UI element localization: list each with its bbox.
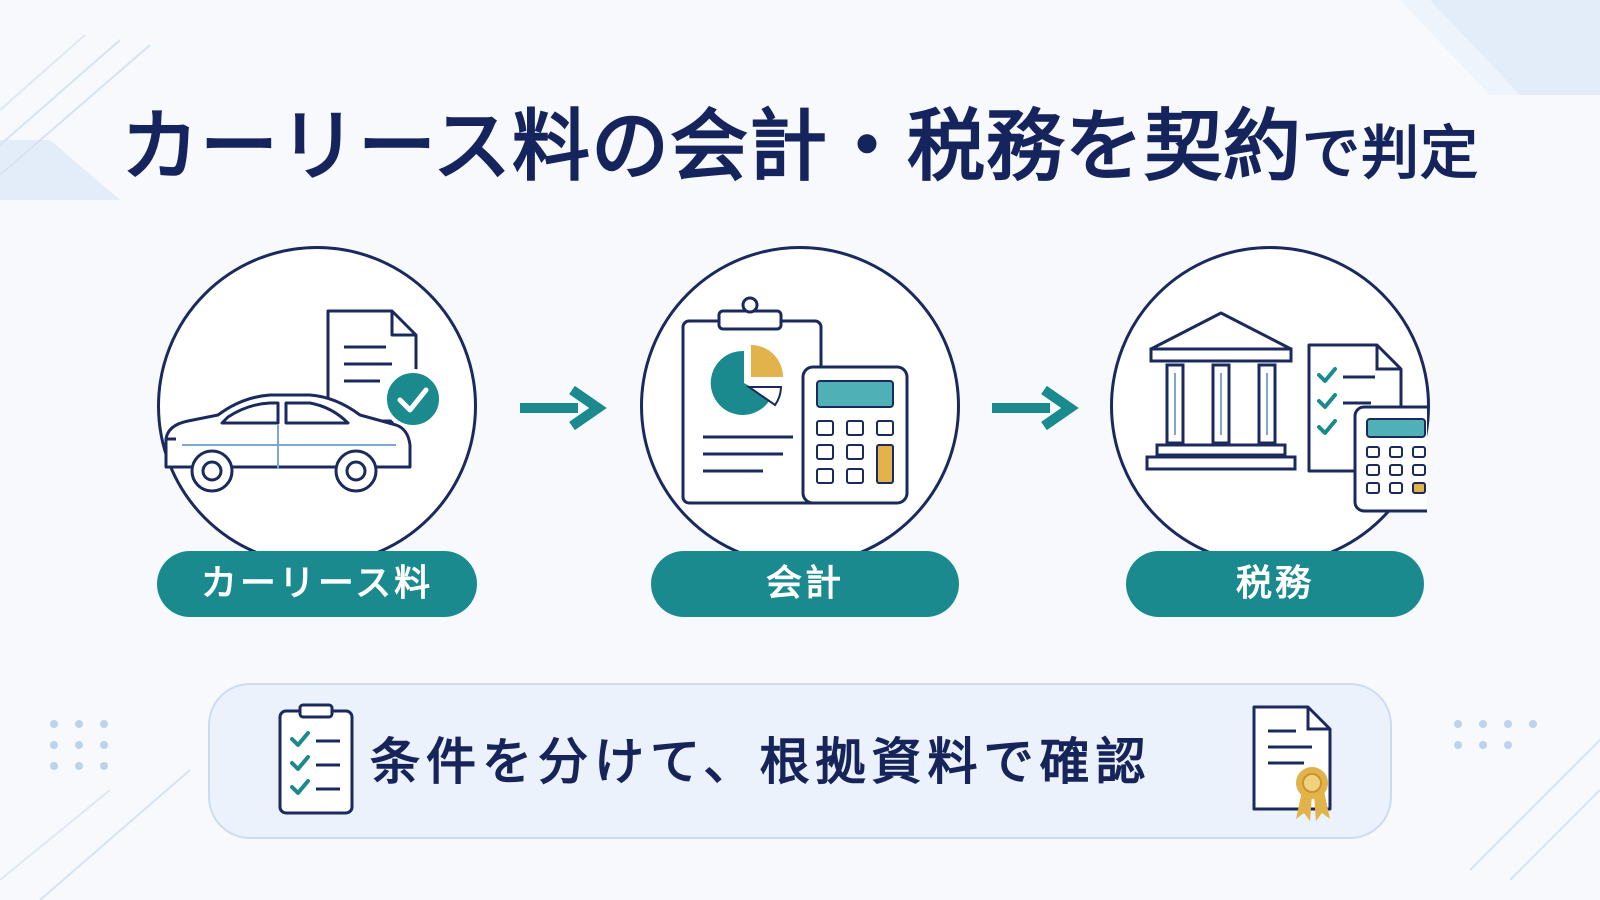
corner-band-top-right <box>1430 0 1600 95</box>
car-with-contract-icon <box>164 309 443 493</box>
page-title: カーリース料の会計・税務を契約で判定 <box>0 92 1600 208</box>
dot-grid-left <box>50 720 108 770</box>
dot-grid-right <box>1454 720 1537 749</box>
stage-label-tax: 税務 <box>1126 551 1424 617</box>
clipboard-chart-calculator-icon <box>681 296 909 505</box>
stage-label-car-lease: カーリース料 <box>157 551 477 617</box>
summary-banner: 条件を分けて、根拠資料で確認 <box>208 683 1392 839</box>
decor-line <box>1509 789 1600 881</box>
checklist-clipboard-icon <box>278 703 354 815</box>
government-building-checklist-icon <box>1145 311 1427 513</box>
stage-circle-accounting <box>640 246 960 566</box>
page-title-tail: で判定 <box>1302 119 1480 187</box>
decor-line <box>1469 739 1600 871</box>
right-arrow-icon <box>992 385 1079 431</box>
right-arrow-icon <box>520 385 607 431</box>
corner-band-top-right-light <box>1400 0 1520 95</box>
stage-circle-tax <box>1110 246 1430 566</box>
decor-line <box>0 789 111 881</box>
stage-label-accounting: 会計 <box>651 551 959 617</box>
page-title-main: カーリース料の会計・税務を契約 <box>120 102 1303 192</box>
certificate-document-icon <box>1252 705 1332 821</box>
decor-line <box>39 769 191 900</box>
stage-circle-car-lease <box>157 246 477 566</box>
summary-banner-text: 条件を分けて、根拠資料で確認 <box>370 733 1152 791</box>
